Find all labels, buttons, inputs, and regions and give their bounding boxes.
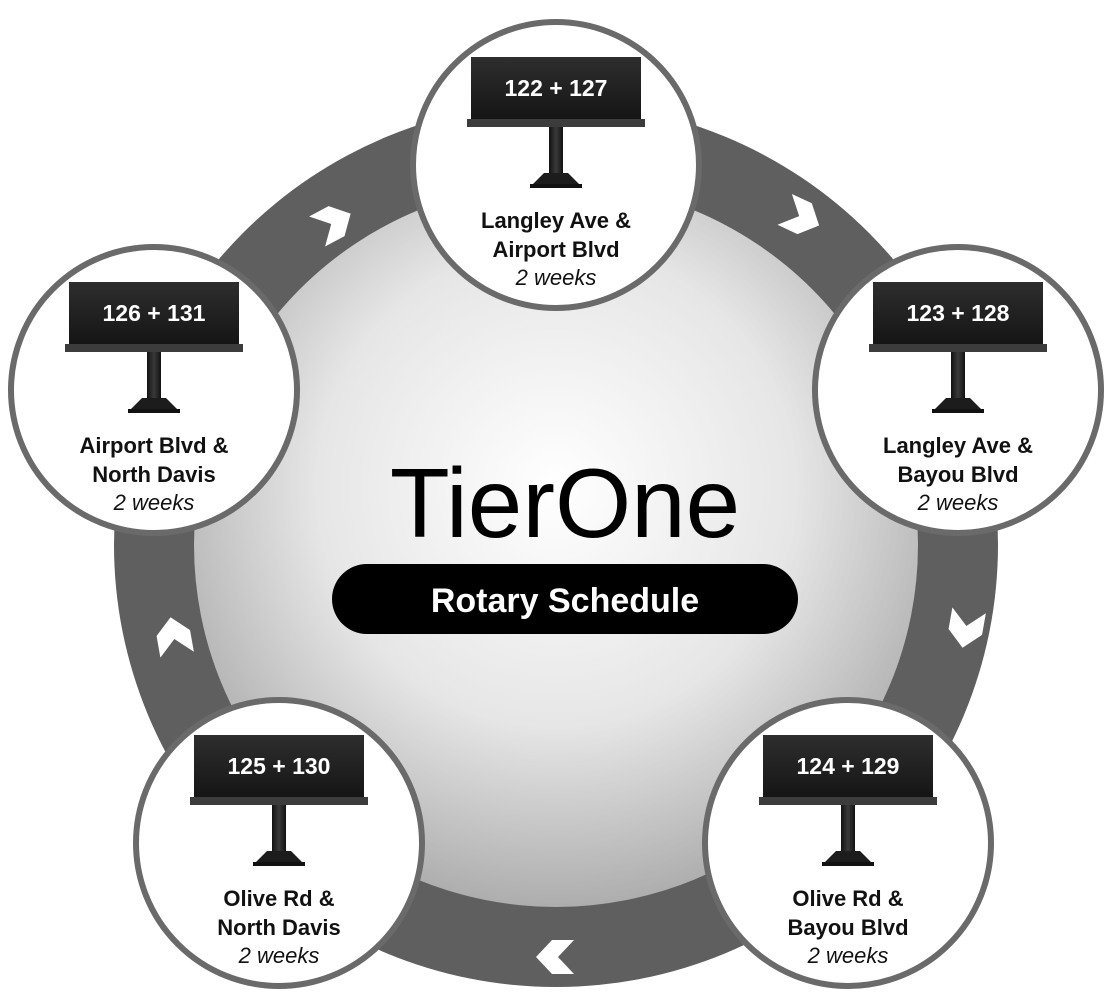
- billboard-icon: 122 + 127: [467, 57, 645, 188]
- stop-location-line2: Bayou Blvd: [897, 462, 1018, 487]
- stop-duration: 2 weeks: [113, 490, 195, 515]
- chevron-right-icon: [777, 193, 820, 235]
- billboard-number: 124 + 129: [797, 753, 900, 779]
- stop-location-line2: North Davis: [92, 462, 215, 487]
- center-disc: [194, 183, 918, 907]
- billboard-number: 123 + 128: [907, 300, 1010, 326]
- billboard-icon: 126 + 131: [65, 282, 243, 413]
- stop-location-line1: Langley Ave &: [883, 433, 1033, 458]
- stop-location-line1: Langley Ave &: [481, 208, 631, 233]
- chevron-left-icon: [536, 940, 574, 974]
- chevron-up-right-icon: [309, 206, 351, 247]
- stop-location-line2: North Davis: [217, 915, 340, 940]
- billboard-number: 126 + 131: [103, 300, 206, 326]
- stop-location-line2: Bayou Blvd: [787, 915, 908, 940]
- billboard-icon: 125 + 130: [190, 735, 368, 866]
- stop-location-line2: Airport Blvd: [492, 237, 619, 262]
- billboard-icon: 124 + 129: [759, 735, 937, 866]
- billboard-number: 125 + 130: [228, 753, 331, 779]
- brand-title: TierOne: [390, 448, 740, 558]
- stop-location-line1: Airport Blvd &: [79, 433, 228, 458]
- chevron-down-icon: [948, 607, 986, 648]
- subtitle-pill: [332, 564, 798, 634]
- stop-duration: 2 weeks: [807, 943, 889, 968]
- subtitle-text: Rotary Schedule: [431, 582, 699, 620]
- stop-location-line1: Olive Rd &: [792, 886, 903, 911]
- stop-duration: 2 weeks: [917, 490, 999, 515]
- stop-duration: 2 weeks: [238, 943, 320, 968]
- direction-arrows: [156, 193, 986, 974]
- chevron-up-icon: [156, 617, 194, 658]
- stop-location-line1: Olive Rd &: [223, 886, 334, 911]
- billboard-icon: 123 + 128: [869, 282, 1047, 413]
- billboard-number: 122 + 127: [505, 75, 608, 101]
- stop-duration: 2 weeks: [515, 265, 597, 290]
